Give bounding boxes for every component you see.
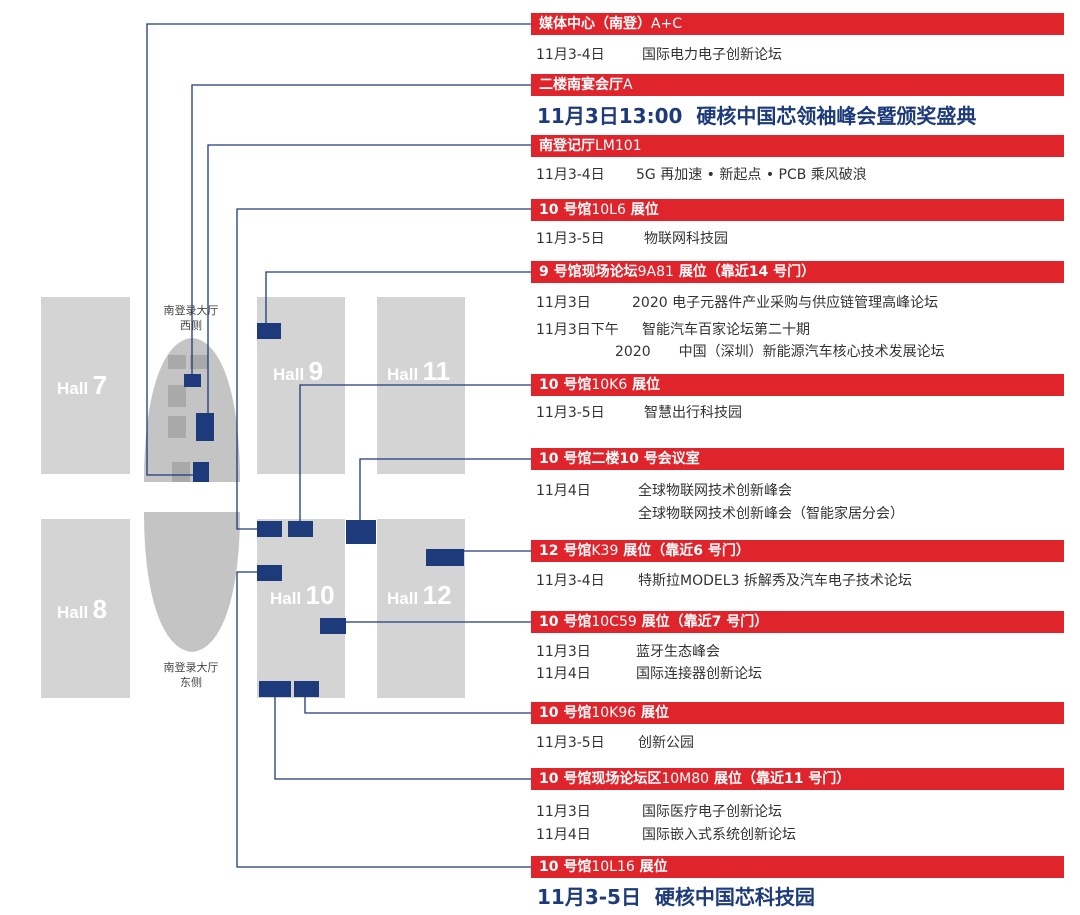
- hall-12: [377, 519, 465, 698]
- hall-10: [257, 519, 345, 698]
- event-header-10l6: 10 号馆10L6 展位: [531, 199, 1064, 221]
- lobby-west: [144, 338, 240, 482]
- event-header-media-center: 媒体中心（南登）A+C: [531, 13, 1064, 35]
- booth-10c59[interactable]: [320, 618, 346, 634]
- event-header-k39: 12 号馆K39 展位（靠近6 号门）: [531, 540, 1064, 562]
- event-line: 全球物联网技术创新峰会（智能家居分会）: [638, 506, 904, 522]
- event-line: 11月3日蓝牙生态峰会: [536, 644, 720, 660]
- booth-10k96[interactable]: [294, 681, 319, 697]
- event-header-9a81: 9 号馆现场论坛9A81 展位（靠近14 号门）: [531, 261, 1064, 283]
- lobby-east-label: 南登录大厅东侧: [163, 661, 219, 689]
- event-header-south-banquet: 二楼南宴会厅A: [531, 74, 1064, 96]
- hall-8: [41, 519, 130, 698]
- event-line: 11月4日国际嵌入式系统创新论坛: [536, 827, 796, 843]
- event-line: 11月3-4日国际电力电子创新论坛: [536, 47, 782, 63]
- booth-10l6[interactable]: [257, 521, 282, 537]
- booth-k39[interactable]: [426, 549, 464, 566]
- hall-10-label: Hall 10: [270, 580, 335, 610]
- event-line: 11月3日国际医疗电子创新论坛: [536, 804, 782, 820]
- lobby-west-blocks: [168, 355, 208, 482]
- hall-7-label: Hall 7: [57, 370, 108, 400]
- event-header-10c59: 10 号馆10C59 展位（靠近7 号门）: [531, 611, 1064, 633]
- lobby-east: [144, 512, 240, 652]
- leader-lines: [146, 23, 531, 868]
- event-header-10l16: 10 号馆10L16 展位: [531, 856, 1064, 878]
- booth-10m80[interactable]: [259, 681, 291, 697]
- lobby-west-label: 南登录大厅西侧: [163, 304, 219, 332]
- event-header-10k6: 10 号馆10K6 展位: [531, 374, 1064, 396]
- event-headline-tech-park: 11月3-5日 硬核中国芯科技园: [537, 885, 815, 909]
- event-header-10m80: 10 号馆现场论坛区10M80 展位（靠近11 号门）: [531, 768, 1064, 790]
- booth-south-banquet[interactable]: [184, 374, 201, 387]
- event-headline-summit: 11月3日13:00 硬核中国芯领袖峰会暨颁奖盛典: [537, 104, 977, 128]
- event-line: 11月3-5日物联网科技园: [536, 231, 728, 247]
- event-header-lm101: 南登记厅LM101: [531, 135, 1064, 157]
- hall-9-label: Hall 9: [273, 356, 324, 386]
- event-line: 11月3日下午智能汽车百家论坛第二十期: [536, 322, 810, 338]
- booth-media-center[interactable]: [193, 462, 209, 482]
- event-line: 2020 中国（深圳）新能源汽车核心技术发展论坛: [615, 344, 945, 360]
- hall-8-label: Hall 8: [57, 594, 108, 624]
- booth-10-meeting-room[interactable]: [346, 520, 376, 544]
- event-header-10k96: 10 号馆10K96 展位: [531, 702, 1064, 724]
- event-line: 11月3-5日创新公园: [536, 735, 694, 751]
- event-line: 11月3-5日智慧出行科技园: [536, 405, 742, 421]
- booth-10k6[interactable]: [288, 521, 313, 537]
- hall-7: [41, 297, 130, 474]
- event-header-10-meeting-room: 10 号馆二楼10 号会议室: [531, 448, 1064, 470]
- event-line: 11月4日全球物联网技术创新峰会: [536, 483, 792, 499]
- hall-11-label: Hall 11: [387, 356, 451, 386]
- booth-10l16[interactable]: [257, 565, 282, 581]
- hall-12-label: Hall 12: [387, 580, 452, 610]
- event-line: 11月4日国际连接器创新论坛: [536, 666, 762, 682]
- booth-9a81[interactable]: [257, 323, 281, 339]
- booth-lm101[interactable]: [196, 413, 214, 441]
- event-line: 11月3-4日特斯拉MODEL3 拆解秀及汽车电子技术论坛: [536, 573, 912, 589]
